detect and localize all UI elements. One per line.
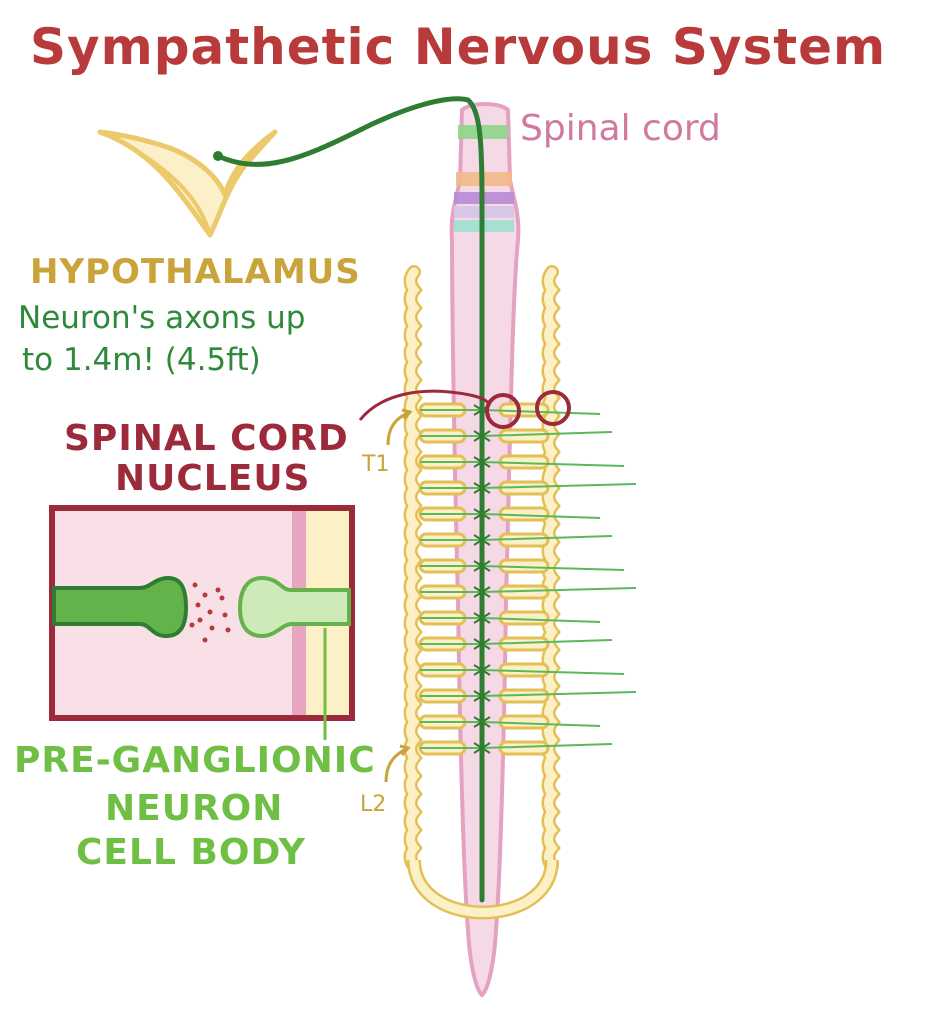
nucleus-label-line2: NUCLEUS	[115, 458, 311, 499]
vesicle	[222, 612, 228, 618]
vesicle	[192, 582, 198, 588]
preganglionic-label-line2: NEURON	[105, 788, 284, 829]
t1-label: T1	[362, 452, 390, 477]
preganglionic-label-line1: PRE-GANGLIONIC	[14, 740, 376, 781]
vesicle	[207, 609, 213, 615]
axon-origin	[213, 151, 223, 161]
hypothalamic-axon	[215, 96, 485, 903]
chain-rungs	[418, 402, 637, 756]
left-chain-fill	[406, 267, 420, 871]
axon-note-line1: Neuron's axons up	[18, 300, 306, 336]
hypothalamus-label: HYPOTHALAMUS	[30, 252, 361, 292]
vesicle	[225, 627, 231, 633]
nucleus-circle-left	[485, 393, 521, 429]
vesicle	[195, 602, 201, 608]
synapse-inset	[49, 505, 355, 740]
l2-arrowhead	[399, 744, 411, 756]
right-chain-fill	[544, 267, 558, 871]
axon-note-line2: to 1.4m! (4.5ft)	[22, 342, 261, 378]
neurotransmitter-vesicles	[189, 582, 231, 643]
t1-arrowhead	[401, 408, 413, 420]
vesicle	[219, 595, 225, 601]
nucleus-pointer	[358, 389, 492, 421]
l2-label: L2	[360, 792, 387, 817]
preganglionic-label-line3: CELL BODY	[76, 832, 306, 873]
spinal-cord-label: Spinal cord	[520, 108, 721, 149]
vesicle	[202, 592, 208, 598]
page-title: Sympathetic Nervous System	[30, 18, 887, 76]
vesicle	[202, 637, 208, 643]
vesicle	[209, 625, 215, 631]
nucleus-circle-right	[535, 390, 571, 426]
nucleus-label-line1: SPINAL CORD	[64, 418, 349, 459]
sympathetic-chains	[403, 265, 561, 920]
hypothalamus-illustration	[97, 129, 278, 238]
t1-arrow	[386, 410, 411, 446]
chain-loop-fill	[409, 859, 557, 917]
vesicle	[197, 617, 203, 623]
vesicle	[189, 622, 195, 628]
vesicle	[215, 587, 221, 593]
spinal-cord-illustration	[449, 102, 521, 998]
